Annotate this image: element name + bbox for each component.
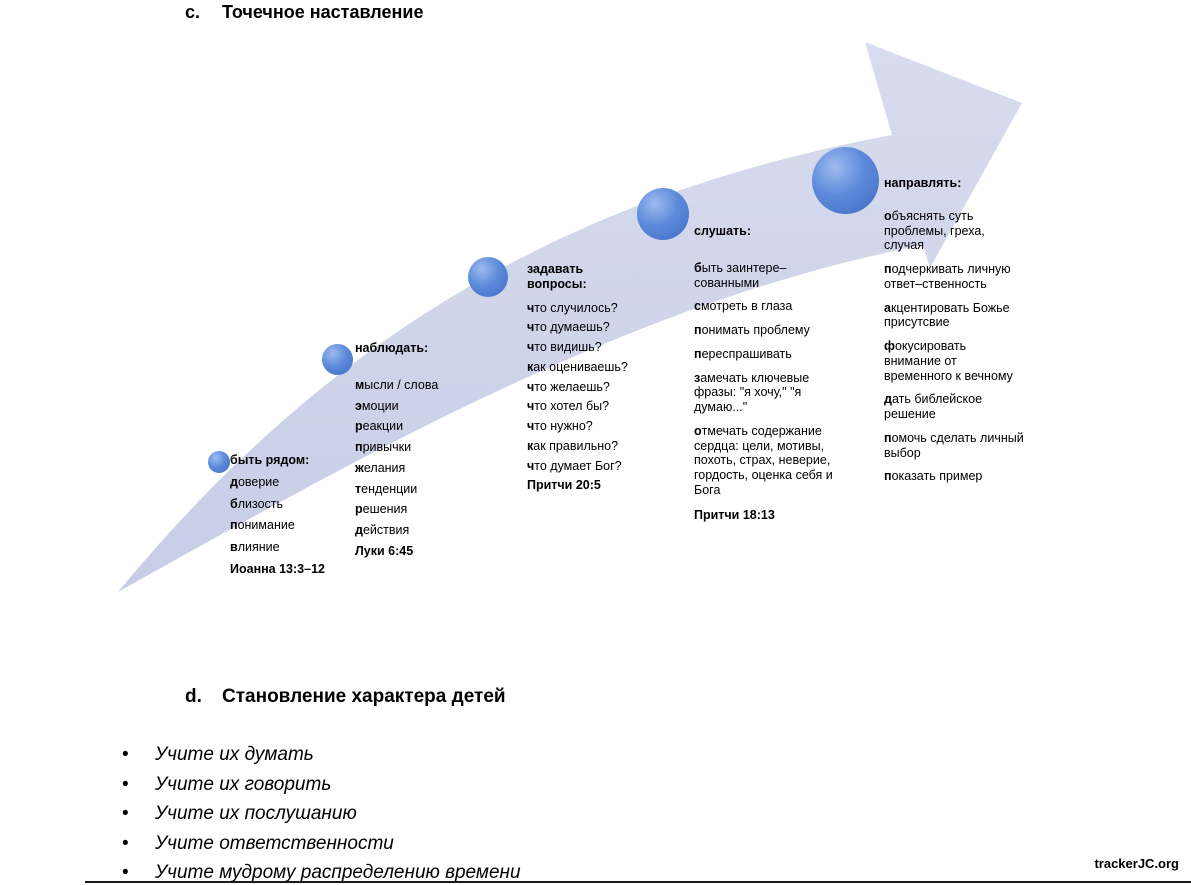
stage-item: что видишь?: [527, 340, 602, 354]
stage-item: что хотел бы?: [527, 399, 610, 414]
stage-title: быть рядом:: [230, 453, 310, 467]
bullet-icon: •: [122, 803, 129, 824]
section-c-title: Точечное наставление: [222, 2, 424, 22]
stage-item: помочь сделать личный выбор: [884, 430, 1024, 460]
lesson-item-label: Учите их послушанию: [155, 803, 357, 824]
stage-item: что нужно?: [527, 419, 593, 433]
stage-item: что думает Бог?: [527, 458, 622, 473]
stage-item: объяснять суть проблемы, греха, случая: [884, 208, 985, 253]
stage-item: доверие: [230, 474, 280, 489]
lesson-item-label: Учите мудрому распределению времени: [155, 862, 521, 883]
stage-title: направлять:: [884, 176, 962, 190]
stage-title: наблюдать:: [355, 341, 429, 355]
stage-item: мысли / слова: [355, 377, 439, 392]
bullet-icon: •: [122, 832, 129, 854]
stage-marker-icon-3: [468, 257, 508, 297]
stage-column-observe: наблюдать: мысли / слова эмоции реакции …: [355, 341, 467, 559]
lesson-item-label: Учите ответственности: [155, 832, 394, 854]
lesson-item: • Учите ответственности: [122, 829, 742, 859]
stage-item: акцентировать Божье присутсвие: [884, 300, 1010, 330]
stage-item: привычки: [355, 440, 412, 454]
stage-item: подчеркивать личную ответ–ственность: [884, 262, 1011, 291]
stage-item: смотреть в глаза: [694, 299, 793, 314]
stage-column-direct: направлять: объяснять суть проблемы, гре…: [884, 176, 1024, 493]
scripture-reference: Притчи 20:5: [527, 478, 601, 493]
stage-item: дать библейское решение: [884, 392, 983, 421]
stage-item: действия: [355, 523, 410, 537]
stage-item: понимание: [230, 518, 295, 533]
stage-item: решения: [355, 502, 408, 517]
section-c-heading: c. Точечное наставление: [185, 2, 423, 23]
stage-item: что думаешь?: [527, 320, 610, 335]
stage-item: что желаешь?: [527, 379, 610, 394]
lesson-item: • Учите мудрому распределению времени: [122, 858, 742, 885]
stage-marker-icon-4: [637, 188, 689, 240]
stage-column-ask-questions: задавать вопросы: что случилось? что дум…: [527, 262, 649, 493]
stage-item: эмоции: [355, 398, 399, 413]
stage-marker-icon-5: [812, 147, 879, 214]
stage-item: как оцениваешь?: [527, 359, 628, 374]
stage-item: близость: [230, 496, 284, 511]
stage-item: тенденции: [355, 481, 418, 496]
stage-item: показать пример: [884, 469, 983, 484]
stage-item: замечать ключевые фразы: "я хочу," "я ду…: [694, 370, 810, 415]
stage-column-be-near: быть рядом: доверие близость понимание в…: [230, 453, 342, 577]
lesson-item-label: Учите их говорить: [155, 773, 332, 795]
section-d-heading: d. Становление характера детей: [185, 686, 506, 708]
section-c-prefix: c.: [185, 2, 201, 22]
lesson-item: • Учите их послушанию: [122, 799, 742, 829]
section-d-prefix: d.: [185, 686, 202, 707]
scripture-reference: Притчи 18:13: [694, 507, 775, 522]
stage-item: влияние: [230, 540, 280, 554]
lesson-item-label: Учите их думать: [155, 744, 314, 765]
section-d-title: Становление характера детей: [222, 686, 506, 707]
stage-marker-icon-2: [322, 344, 353, 375]
stage-item: быть заинтере–сованными: [694, 260, 787, 290]
stage-title: задавать вопросы:: [527, 262, 587, 291]
lessons-list: • Учите их думать • Учите их говорить • …: [122, 740, 742, 885]
bullet-icon: •: [122, 773, 129, 795]
stage-column-listen: слушать: быть заинтере–сованными смотрет…: [694, 224, 836, 522]
scripture-reference: Луки 6:45: [355, 543, 414, 558]
stage-item: что случилось?: [527, 300, 618, 315]
stage-item: желания: [355, 460, 406, 475]
stage-title: слушать:: [694, 224, 752, 238]
stage-item: понимать проблему: [694, 323, 810, 337]
bullet-icon: •: [122, 862, 129, 883]
stage-item: фокусировать внимание от временного к ве…: [884, 339, 1013, 383]
stage-item: реакции: [355, 419, 404, 434]
arrow-body-path: [118, 42, 1022, 592]
lesson-item: • Учите их думать: [122, 740, 742, 770]
stage-item: как правильно?: [527, 438, 619, 453]
stage-item: отмечать содержание сердца: цели, мотивы…: [694, 423, 833, 497]
footer-site-text: trackerJC.org: [1094, 856, 1179, 871]
stage-marker-icon-1: [208, 451, 230, 473]
stage-item: переспрашивать: [694, 346, 792, 361]
bottom-rule-divider: [85, 881, 1191, 883]
bullet-icon: •: [122, 744, 129, 765]
scripture-reference: Иоанна 13:3–12: [230, 561, 325, 576]
lesson-item: • Учите их говорить: [122, 770, 742, 800]
